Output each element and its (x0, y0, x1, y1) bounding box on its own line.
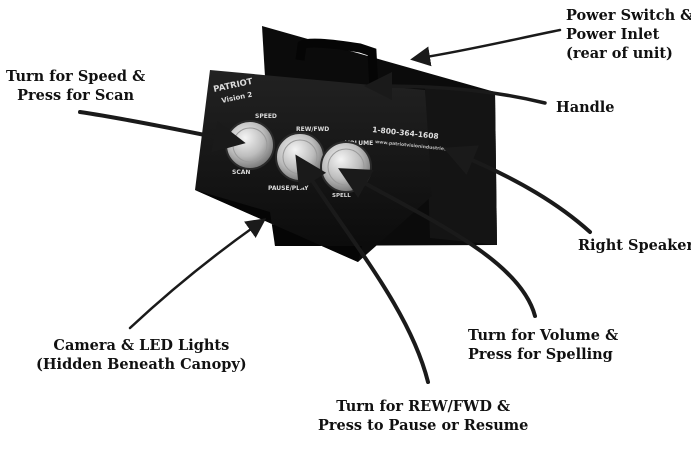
arrow-speed (78, 110, 246, 153)
knob-vol-bottom-label: SPELL (332, 193, 351, 199)
arrow-speaker (443, 145, 592, 234)
callout-power-line2: Power Inlet (566, 26, 660, 43)
callout-speed-line2: Press for Scan (17, 87, 135, 104)
callout-handle: Handle (556, 98, 615, 117)
arrow-camera (128, 218, 267, 330)
callout-handle-line1: Handle (556, 99, 615, 116)
callout-rewfwd-line2: Press to Pause or Resume (318, 417, 529, 434)
callout-speed-line1: Turn for Speed & (6, 68, 146, 85)
callout-rewfwd-line1: Turn for REW/FWD & (336, 398, 511, 415)
knob-rew-top-label: REW/FWD (296, 126, 329, 133)
knob-speed-top-label: SPEED (255, 113, 277, 120)
callout-speed-scan: Turn for Speed & Press for Scan (6, 67, 145, 105)
callout-right-speaker: Right Speaker (578, 236, 691, 255)
callout-camera-led: Camera & LED Lights (Hidden Beneath Cano… (36, 336, 247, 374)
callout-volume-line2: Press for Spelling (468, 346, 613, 363)
arrow-rewfwd (295, 154, 430, 384)
callout-camera-line1: Camera & LED Lights (53, 337, 230, 354)
knob-rew-bottom-label: PAUSE/PLAY (268, 185, 309, 192)
arrow-handle (364, 72, 547, 105)
callout-speaker-line1: Right Speaker (578, 237, 691, 254)
callout-power-switch: Power Switch & Power Inlet (rear of unit… (566, 6, 691, 63)
callout-rew-fwd: Turn for REW/FWD & Press to Pause or Res… (318, 397, 528, 435)
arrow-power (410, 28, 562, 67)
arrow-volume (338, 168, 537, 318)
callout-arrows (78, 28, 592, 384)
callout-volume-line1: Turn for Volume & (468, 327, 619, 344)
callout-camera-line2: (Hidden Beneath Canopy) (36, 356, 247, 373)
knob-speed-bottom-label: SCAN (232, 169, 250, 176)
callout-volume-spelling: Turn for Volume & Press for Spelling (468, 326, 618, 364)
callout-power-line3: (rear of unit) (566, 45, 673, 62)
callout-power-line1: Power Switch & (566, 7, 691, 24)
knob-vol-top-label: VOLUME (345, 140, 373, 147)
